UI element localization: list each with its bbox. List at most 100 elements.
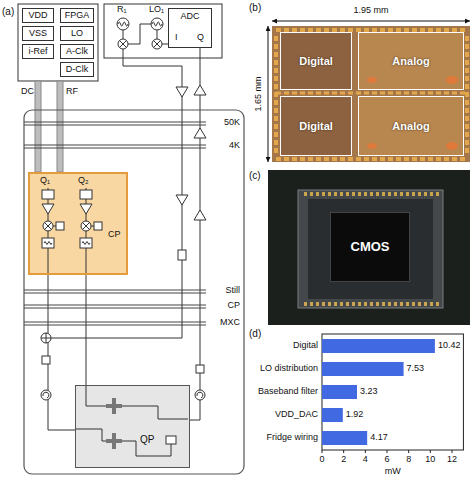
- qubit-circuit: [76, 386, 188, 466]
- socket-pin: [352, 302, 355, 306]
- socket-pin: [406, 302, 409, 306]
- bond-pad: [444, 92, 449, 95]
- bond-pad: [452, 157, 457, 161]
- signal-source: [117, 18, 129, 30]
- node-text: CP: [108, 230, 121, 240]
- bond-pad: [452, 92, 457, 95]
- signal-label: LO₁: [149, 5, 164, 15]
- bond-pad: [404, 92, 409, 95]
- stage-label: 50K: [210, 118, 240, 128]
- bond-pad: [316, 157, 321, 161]
- cryo-cmos-box: Q₁ Q₂ CP: [28, 172, 128, 275]
- bond-pad: [274, 116, 278, 121]
- bond-pad: [356, 157, 361, 161]
- bond-pad: [465, 140, 469, 145]
- node-text: i-Ref: [28, 47, 47, 57]
- bond-pad: [465, 68, 469, 73]
- signal-label: DC: [21, 87, 34, 97]
- room-temperature-rack: [104, 4, 222, 58]
- bond-pad: [428, 157, 433, 161]
- category-label: LO distribution: [260, 364, 318, 374]
- node-text: Analog: [392, 55, 429, 67]
- room-temperature-rack: [18, 4, 98, 81]
- axis-title: mW: [385, 467, 401, 477]
- bond-pad: [465, 84, 469, 89]
- cryo-cmos-circuit: [82, 242, 90, 245]
- cryo-cmos-circuit: [80, 190, 92, 199]
- socket-pin: [376, 192, 379, 196]
- bond-pad: [420, 157, 425, 161]
- digital-die-region: [281, 33, 351, 155]
- digital-die-region: [281, 33, 351, 89]
- node-text: Analog: [392, 120, 429, 132]
- socket-pin: [346, 192, 349, 196]
- bond-pad: [460, 157, 465, 161]
- bond-pad: [284, 157, 289, 161]
- bar: [322, 408, 343, 422]
- fridge-stage-plate: [24, 305, 206, 306]
- bar: [322, 362, 404, 376]
- coupler-symbol: [178, 250, 186, 260]
- bond-pad: [324, 92, 329, 95]
- bond-pad: [324, 157, 329, 161]
- socket-pin: [304, 302, 307, 306]
- signal-source: [151, 18, 163, 30]
- socket-pin: [322, 192, 325, 196]
- socket-pin: [400, 192, 403, 196]
- dimension-label: 1.95 mm: [331, 6, 411, 16]
- bond-pad: [460, 92, 465, 95]
- socket-pin: [304, 192, 307, 196]
- bond-pad: [465, 44, 469, 49]
- bond-pad: [364, 92, 369, 95]
- bar-chart: [322, 334, 463, 453]
- cryo-cmos-circuit: [94, 222, 102, 230]
- signal-label: R₁: [117, 5, 127, 15]
- cryo-cmos-circuit: [30, 174, 126, 273]
- mixer-symbol: [152, 39, 162, 49]
- socket-pin: [424, 192, 427, 196]
- mixer-symbol: [41, 333, 51, 343]
- value-label: 4.17: [370, 433, 388, 443]
- fridge-stage-plate: [24, 308, 206, 309]
- signal-source: [117, 18, 163, 30]
- node-text: Q₁: [40, 176, 50, 186]
- chip-region: Analog: [358, 32, 464, 90]
- socket-pin: [388, 192, 391, 196]
- value-label: 7.53: [407, 364, 425, 374]
- instrument-box: LO: [60, 26, 94, 41]
- instrument-box: VSS: [22, 26, 54, 41]
- bond-pad: [364, 157, 369, 161]
- bond-pad: [308, 92, 313, 95]
- circulator-symbol: [195, 390, 205, 400]
- amplifier-symbol: [194, 128, 206, 138]
- coax-cable: [35, 81, 63, 172]
- stage-label: 4K: [210, 141, 240, 151]
- instrument-box: D-Clk: [60, 62, 94, 77]
- bond-pad: [332, 92, 337, 95]
- coax-cable: [57, 81, 63, 172]
- amplifier-symbol: [176, 87, 188, 97]
- panel-letter: (b): [249, 2, 261, 13]
- analog-die-region: [359, 33, 463, 155]
- amplifier-symbol: [176, 195, 188, 205]
- socket-pin: [400, 302, 403, 306]
- node-text: Q₂: [78, 176, 89, 186]
- signal-label: RF: [66, 87, 78, 97]
- bond-pad: [465, 60, 469, 65]
- instrument-box: VDD: [22, 8, 54, 23]
- cryo-cmos-circuit: [56, 222, 64, 230]
- cryo-cmos-circuit: [42, 190, 54, 199]
- bond-pad: [274, 100, 278, 105]
- analog-pad: [446, 142, 458, 150]
- fridge-stage-plate: [24, 145, 206, 146]
- package-photo: [268, 170, 470, 325]
- bond-pad: [274, 148, 278, 153]
- bond-pad: [465, 132, 469, 137]
- tick-label: 8: [406, 455, 411, 465]
- socket-pin: [376, 302, 379, 306]
- die-photo: [272, 26, 470, 162]
- plot-frame: [322, 334, 463, 450]
- fridge-stage-plate: [24, 122, 206, 325]
- node-text: FPGA: [65, 11, 90, 21]
